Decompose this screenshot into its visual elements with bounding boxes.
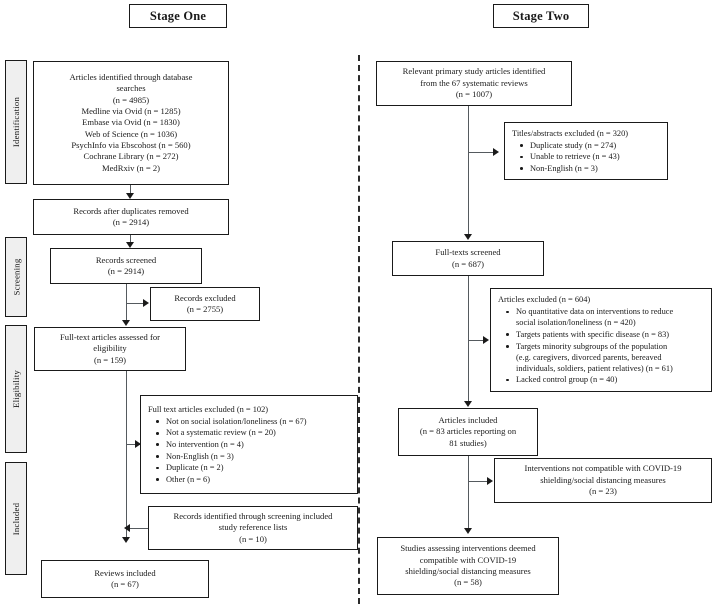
list-item: Duplicate study (n = 274) xyxy=(520,140,620,151)
list-item-line: Targets minority subgroups of the popula… xyxy=(516,341,668,351)
list-item-line: Lacked control group (n = 40) xyxy=(516,375,618,385)
arrow-primary-to-fulltexts xyxy=(464,234,472,240)
stage-two-title: Stage Two xyxy=(493,4,589,28)
box-fulltexts-screened: Full-texts screened (n = 687) xyxy=(392,241,544,276)
connector-included-trunk xyxy=(468,456,470,532)
phase-label-identification: Identification xyxy=(5,60,27,184)
arrow-duplicates-to-screened xyxy=(126,242,134,248)
phase-identification-text: Identification xyxy=(11,96,21,148)
arrow-fulltexts-to-excluded xyxy=(483,336,489,344)
arrow-fulltext-to-reviews xyxy=(122,537,130,543)
list-item: No intervention (n = 4) xyxy=(156,439,307,450)
connector-primary-trunk xyxy=(468,106,470,238)
box-records-after-duplicates: Records after duplicates removed (n = 29… xyxy=(33,199,229,235)
box-records-excluded: Records excluded (n = 2755) xyxy=(150,287,260,321)
titles-excluded-list: Duplicate study (n = 274) Unable to retr… xyxy=(512,140,620,175)
stage-one-title: Stage One xyxy=(129,4,227,28)
arrow-fulltexts-to-included xyxy=(464,401,472,407)
box-reviews-included: Reviews included (n = 67) xyxy=(41,560,209,598)
list-item-line: social isolation/loneliness (n = 420) xyxy=(516,318,636,328)
list-item-line: individuals, soldiers, patient relatives… xyxy=(516,363,673,373)
list-item: Not a systematic review (n = 20) xyxy=(156,427,307,438)
phase-label-eligibility: Eligibility xyxy=(5,325,27,453)
arrow-screened-to-excluded xyxy=(143,299,149,307)
fulltext-excluded-heading: Full text articles excluded (n = 102) xyxy=(148,404,269,414)
list-item: Unable to retrieve (n = 43) xyxy=(520,152,620,162)
articles-excluded-list: No quantitative data on interventions to… xyxy=(498,306,673,386)
box-fulltext-assessed: Full-text articles assessed for eligibil… xyxy=(34,327,186,371)
box-articles-identified: Articles identified through database sea… xyxy=(33,61,229,185)
titles-excluded-heading: Titles/abstracts excluded (n = 320) xyxy=(512,128,629,138)
arrow-included-to-compatible xyxy=(464,528,472,534)
connector-screened-to-excluded xyxy=(126,303,146,305)
list-item: Targets patients with specific disease (… xyxy=(505,329,673,340)
arrow-fulltext-to-excluded xyxy=(135,440,141,448)
arrow-reflists-to-trunk xyxy=(124,524,130,532)
box-records-reference-lists: Records identified through screening inc… xyxy=(148,506,358,550)
phase-included-text: Included xyxy=(11,502,22,535)
connector-reflists-to-trunk xyxy=(126,528,148,530)
box-records-screened: Records screened (n = 2914) xyxy=(50,248,202,284)
box-titles-abstracts-excluded: Titles/abstracts excluded (n = 320) Dupl… xyxy=(504,122,668,180)
list-item: Duplicate (n = 2) xyxy=(156,462,307,473)
list-item: Non-English (n = 3) xyxy=(156,451,307,462)
arrow-primary-to-titles-excluded xyxy=(493,148,499,156)
box-articles-excluded: Articles excluded (n = 604) No quantitat… xyxy=(490,288,712,392)
phase-screening-text: Screening xyxy=(11,258,22,296)
list-item-line: No quantitative data on interventions to… xyxy=(516,307,674,317)
connector-included-to-not-compatible xyxy=(468,481,490,483)
connector-duplicates-to-screened xyxy=(130,235,132,245)
list-item: Other (n = 6) xyxy=(156,474,307,485)
articles-excluded-heading: Articles excluded (n = 604) xyxy=(498,295,591,305)
box-relevant-primary-studies: Relevant primary study articles identifi… xyxy=(376,61,572,106)
box-fulltext-articles-excluded: Full text articles excluded (n = 102) No… xyxy=(140,395,358,494)
stage-divider xyxy=(358,55,360,604)
list-item: Non-English (n = 3) xyxy=(520,163,620,174)
fulltext-excluded-list: Not on social isolation/loneliness (n = … xyxy=(148,416,307,486)
stage-one-title-label: Stage One xyxy=(149,8,207,23)
connector-identified-to-duplicates xyxy=(130,185,132,197)
connector-fulltext-trunk xyxy=(126,371,128,539)
list-item: Targets minority subgroups of the popula… xyxy=(505,341,673,374)
box-studies-compatible: Studies assessing interventions deemed c… xyxy=(377,537,559,595)
connector-fulltext-to-excluded xyxy=(126,444,140,446)
list-item-line: Targets patients with specific disease (… xyxy=(516,329,670,339)
stage-two-title-label: Stage Two xyxy=(512,8,570,23)
arrow-included-to-not-compatible xyxy=(487,477,493,485)
connector-primary-to-titles-excluded xyxy=(468,152,496,154)
phase-label-screening: Screening xyxy=(5,237,27,317)
arrow-identified-to-duplicates xyxy=(126,193,134,199)
list-item: Lacked control group (n = 40) xyxy=(505,374,673,385)
connector-fulltexts-to-excluded xyxy=(468,340,486,342)
list-item-line: (e.g. caregivers, divorced parents, bere… xyxy=(516,352,662,362)
box-articles-included: Articles included (n = 83 articles repor… xyxy=(398,408,538,456)
list-item: No quantitative data on interventions to… xyxy=(505,306,674,328)
phase-eligibility-text: Eligibility xyxy=(11,370,22,408)
box-interventions-not-compatible: Interventions not compatible with COVID-… xyxy=(494,458,712,503)
phase-label-included: Included xyxy=(5,462,27,575)
arrow-screened-to-fulltext xyxy=(122,320,130,326)
list-item: Not on social isolation/loneliness (n = … xyxy=(156,416,307,426)
